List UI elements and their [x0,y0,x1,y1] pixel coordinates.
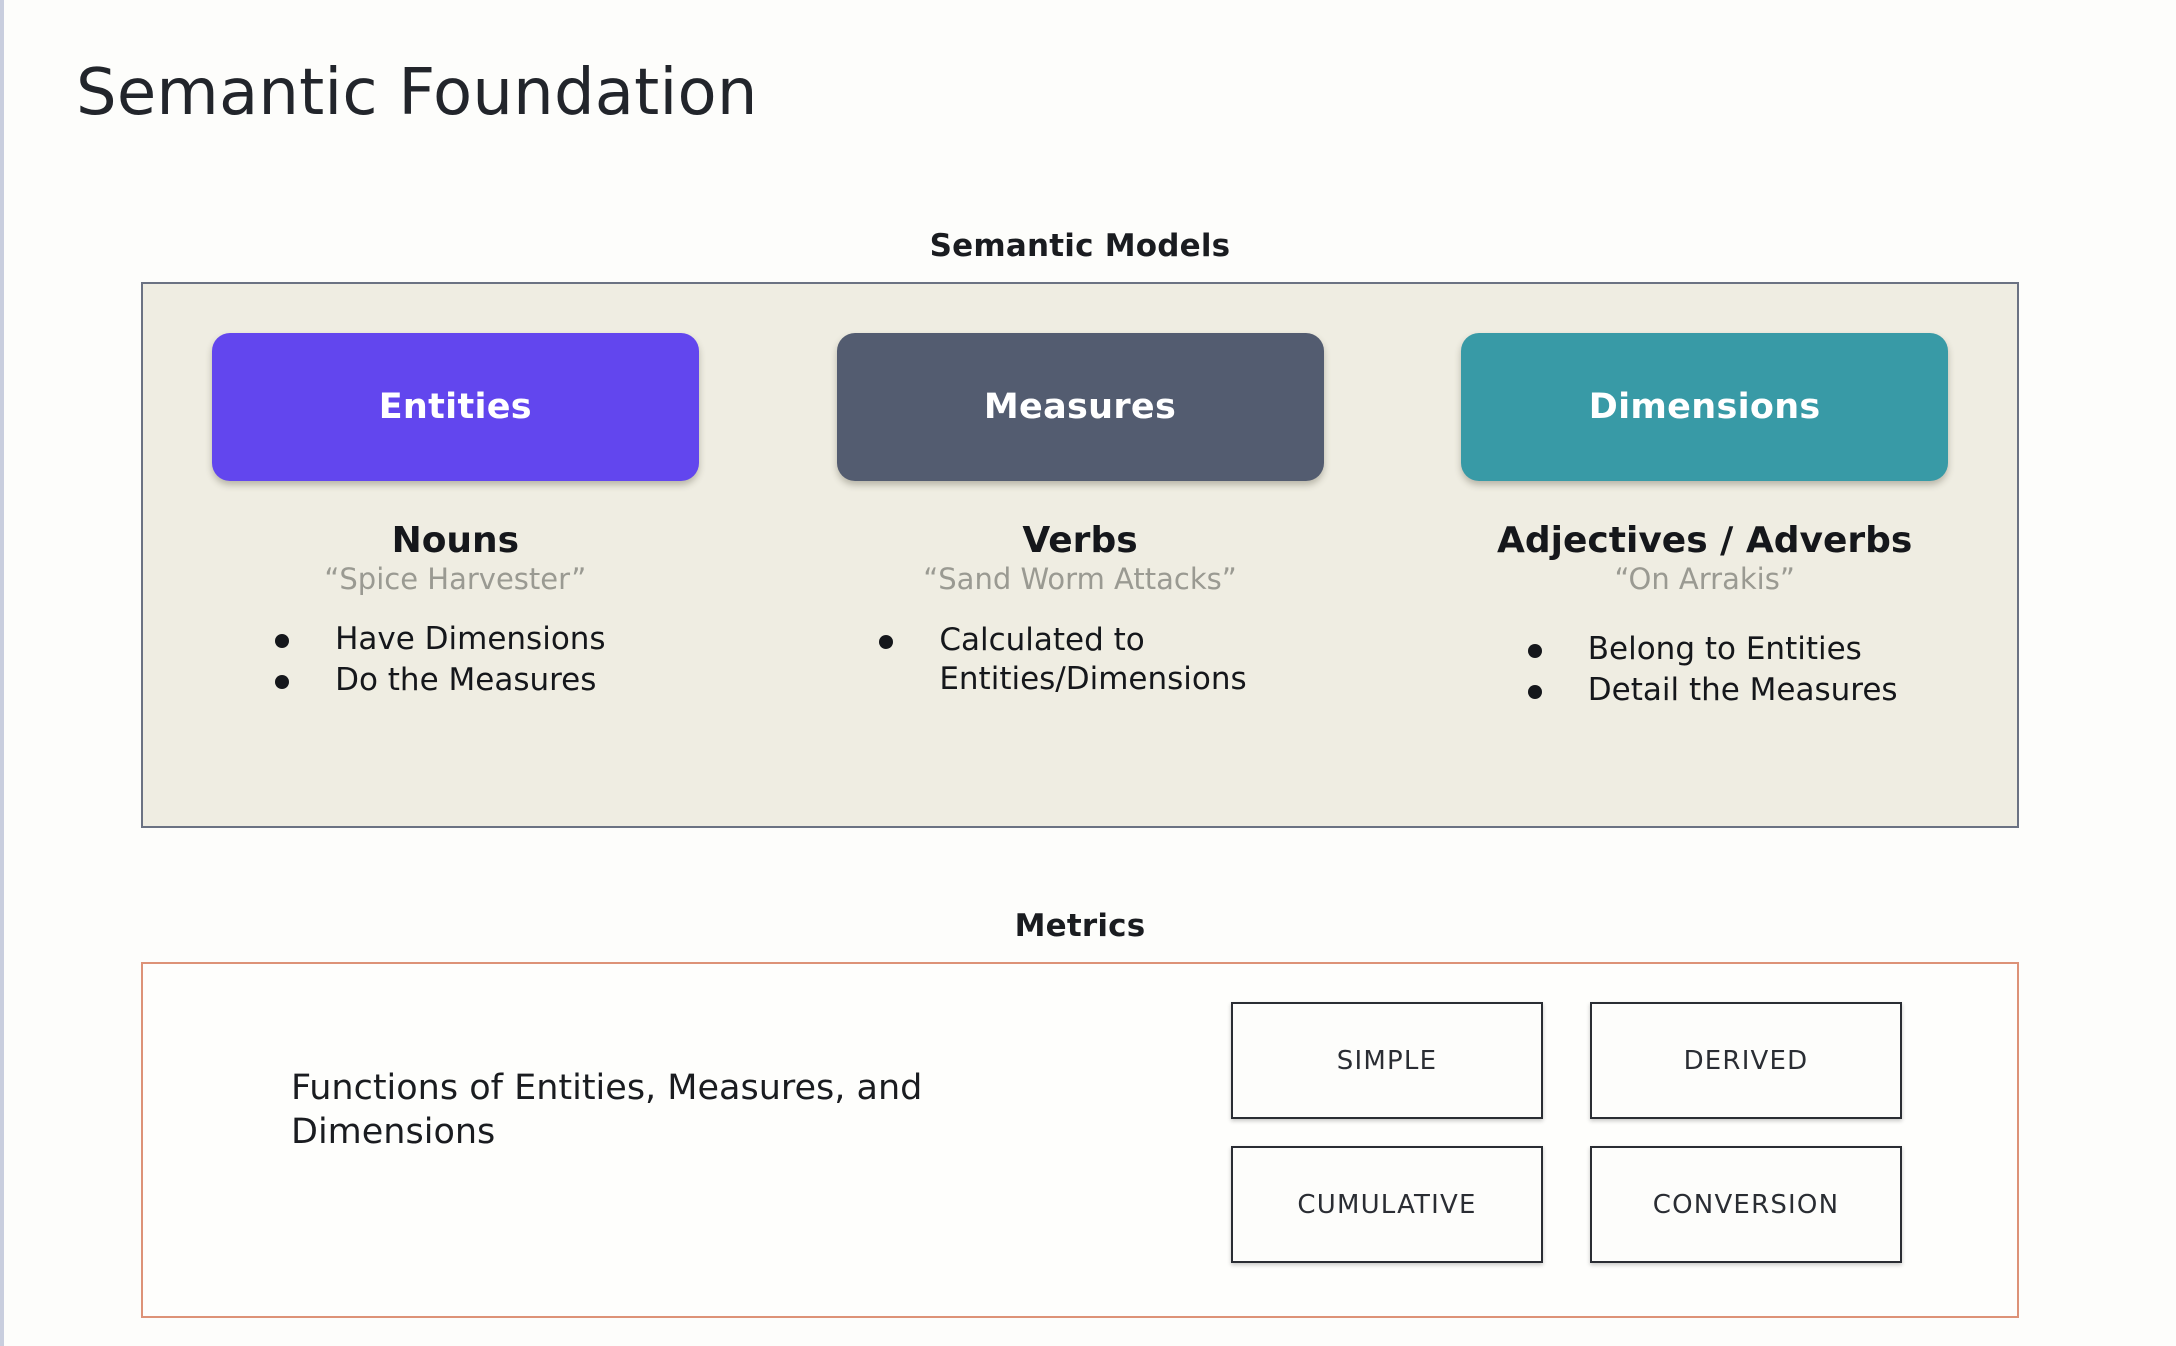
metric-type-conversion[interactable]: CONVERSION [1590,1146,1902,1263]
bullet-dot-icon [1527,643,1542,658]
example-measures: “Sand Worm Attacks” [923,561,1237,596]
metric-type-simple[interactable]: SIMPLE [1231,1002,1543,1119]
list-item: Have Dimensions [275,620,606,659]
metrics-panel: Functions of Entities, Measures, and Dim… [141,962,2019,1318]
list-item: Calculated to Entities/Dimensions [879,621,1247,699]
semantic-column-dimensions: Dimensions Adjectives / Adverbs “On Arra… [1392,284,2017,826]
bullet-dot-icon [1527,684,1542,699]
semantic-models-columns: Entities Nouns “Spice Harvester” Have Di… [143,284,2017,826]
metrics-description: Functions of Entities, Measures, and Dim… [291,1068,923,1153]
list-item: Belong to Entities [1527,630,1898,669]
left-edge-strip [0,0,4,1346]
part-of-speech-measures: Verbs [1022,520,1138,561]
semantic-column-entities: Entities Nouns “Spice Harvester” Have Di… [143,284,768,826]
metric-type-grid: SIMPLE DERIVED CUMULATIVE CONVERSION [1231,1002,1902,1263]
metric-type-cumulative[interactable]: CUMULATIVE [1231,1146,1543,1263]
semantic-models-panel: Entities Nouns “Spice Harvester” Have Di… [141,282,2019,828]
pill-measures[interactable]: Measures [836,333,1324,481]
pill-dimensions[interactable]: Dimensions [1461,333,1949,481]
bullet-label: Calculated to Entities/Dimensions [939,621,1247,697]
bullet-list-dimensions: Belong to Entities Detail the Measures [1527,630,1898,712]
example-entities: “Spice Harvester” [324,561,587,596]
semantic-column-measures: Measures Verbs “Sand Worm Attacks” Calcu… [768,284,1393,826]
metric-type-derived[interactable]: DERIVED [1590,1002,1902,1119]
pill-entities[interactable]: Entities [211,333,699,481]
bullet-label: Belong to Entities [1587,630,1862,667]
part-of-speech-entities: Nouns [391,520,520,561]
bullet-label: Have Dimensions [335,620,606,657]
bullet-list-measures: Calculated to Entities/Dimensions [879,621,1247,701]
bullet-label: Do the Measures [335,661,597,698]
bullet-list-entities: Have Dimensions Do the Measures [275,620,606,702]
bullet-dot-icon [275,674,290,689]
example-dimensions: “On Arrakis” [1614,561,1795,596]
metrics-heading: Metrics [1014,908,1146,944]
bullet-dot-icon [275,633,290,648]
semantic-models-heading: Semantic Models [929,228,1231,264]
page-title: Semantic Foundation [76,56,758,130]
list-item: Detail the Measures [1527,671,1898,710]
bullet-dot-icon [879,634,894,649]
part-of-speech-dimensions: Adjectives / Adverbs [1497,520,1913,561]
list-item: Do the Measures [275,661,606,700]
bullet-label: Detail the Measures [1587,671,1898,708]
